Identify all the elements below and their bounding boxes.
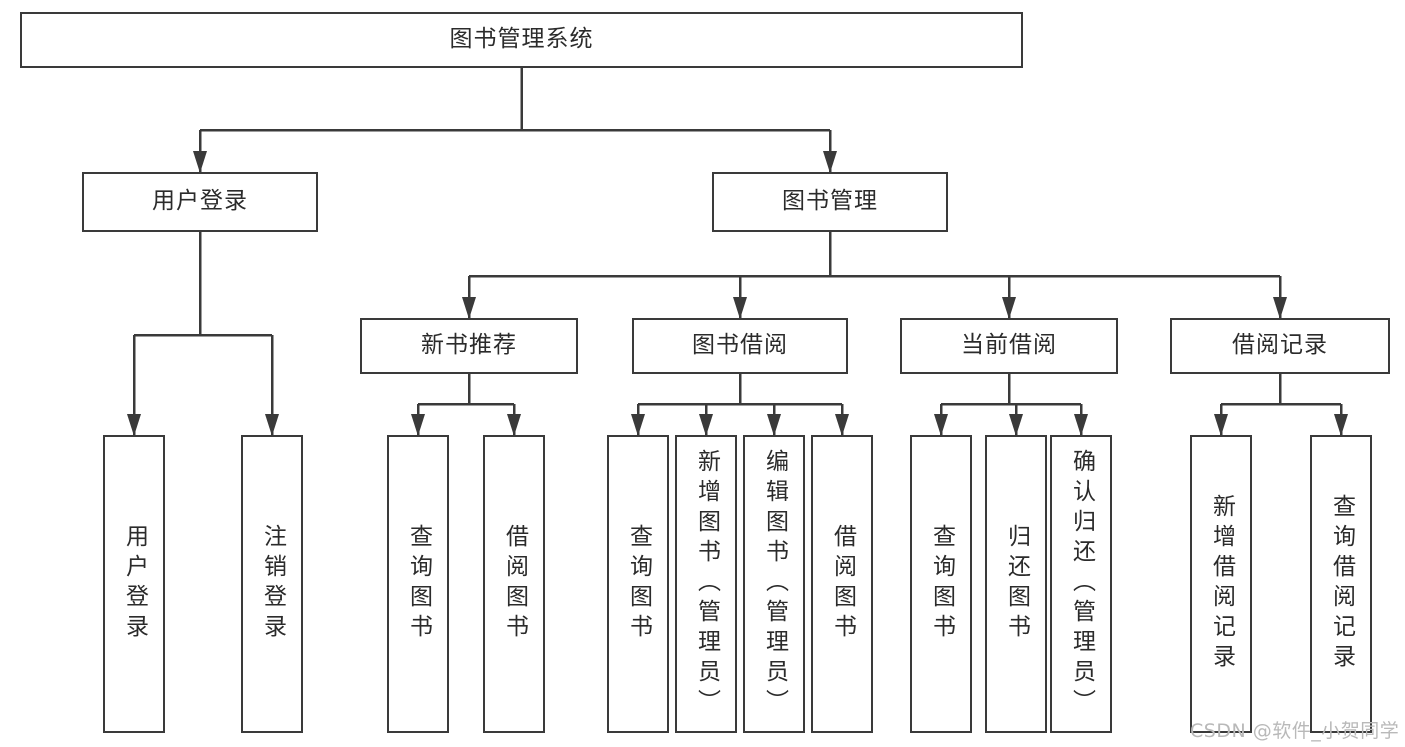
- leaf-query-borrow-record[interactable]: 查询借阅记录: [1310, 435, 1372, 733]
- node-label: 查询图书: [625, 524, 652, 644]
- node-book-borrow[interactable]: 图书借阅: [632, 318, 848, 374]
- node-label: 新书推荐: [421, 332, 517, 359]
- node-book-manage[interactable]: 图书管理: [712, 172, 948, 232]
- node-user-login[interactable]: 用户登录: [82, 172, 318, 232]
- leaf-borrow-book-recommend[interactable]: 借阅图书: [483, 435, 545, 733]
- node-label: 用户登录: [152, 188, 248, 215]
- leaf-logout[interactable]: 注销登录: [241, 435, 303, 733]
- node-label: 查询借阅记录: [1328, 494, 1355, 674]
- node-new-book-recommend[interactable]: 新书推荐: [360, 318, 578, 374]
- node-borrow-record[interactable]: 借阅记录: [1170, 318, 1390, 374]
- node-label: 借阅图书: [829, 524, 856, 644]
- leaf-borrow-book[interactable]: 借阅图书: [811, 435, 873, 733]
- leaf-query-book-borrow[interactable]: 查询图书: [607, 435, 669, 733]
- node-label: 图书管理: [782, 188, 878, 215]
- node-label: 借阅图书: [501, 524, 528, 644]
- leaf-query-book-recommend[interactable]: 查询图书: [387, 435, 449, 733]
- leaf-edit-book-admin[interactable]: 编辑图书（管理员）: [743, 435, 805, 733]
- leaf-query-book-current[interactable]: 查询图书: [910, 435, 972, 733]
- node-label: 确认归还（管理员）: [1068, 449, 1095, 719]
- node-label: 归还图书: [1003, 524, 1030, 644]
- leaf-add-borrow-record[interactable]: 新增借阅记录: [1190, 435, 1252, 733]
- node-label: 新增图书（管理员）: [693, 449, 720, 719]
- node-label: 查询图书: [928, 524, 955, 644]
- leaf-confirm-return-admin[interactable]: 确认归还（管理员）: [1050, 435, 1112, 733]
- node-label: 图书管理系统: [449, 26, 594, 53]
- node-label: 编辑图书（管理员）: [761, 449, 788, 719]
- node-label: 借阅记录: [1232, 332, 1328, 359]
- leaf-add-book-admin[interactable]: 新增图书（管理员）: [675, 435, 737, 733]
- node-label: 查询图书: [405, 524, 432, 644]
- node-label: 图书借阅: [692, 332, 788, 359]
- leaf-return-book[interactable]: 归还图书: [985, 435, 1047, 733]
- node-label: 用户登录: [121, 524, 148, 644]
- node-label: 新增借阅记录: [1208, 494, 1235, 674]
- node-current-borrow[interactable]: 当前借阅: [900, 318, 1118, 374]
- node-label: 当前借阅: [961, 332, 1057, 359]
- node-label: 注销登录: [259, 524, 286, 644]
- node-root-system[interactable]: 图书管理系统: [20, 12, 1023, 68]
- leaf-user-login[interactable]: 用户登录: [103, 435, 165, 733]
